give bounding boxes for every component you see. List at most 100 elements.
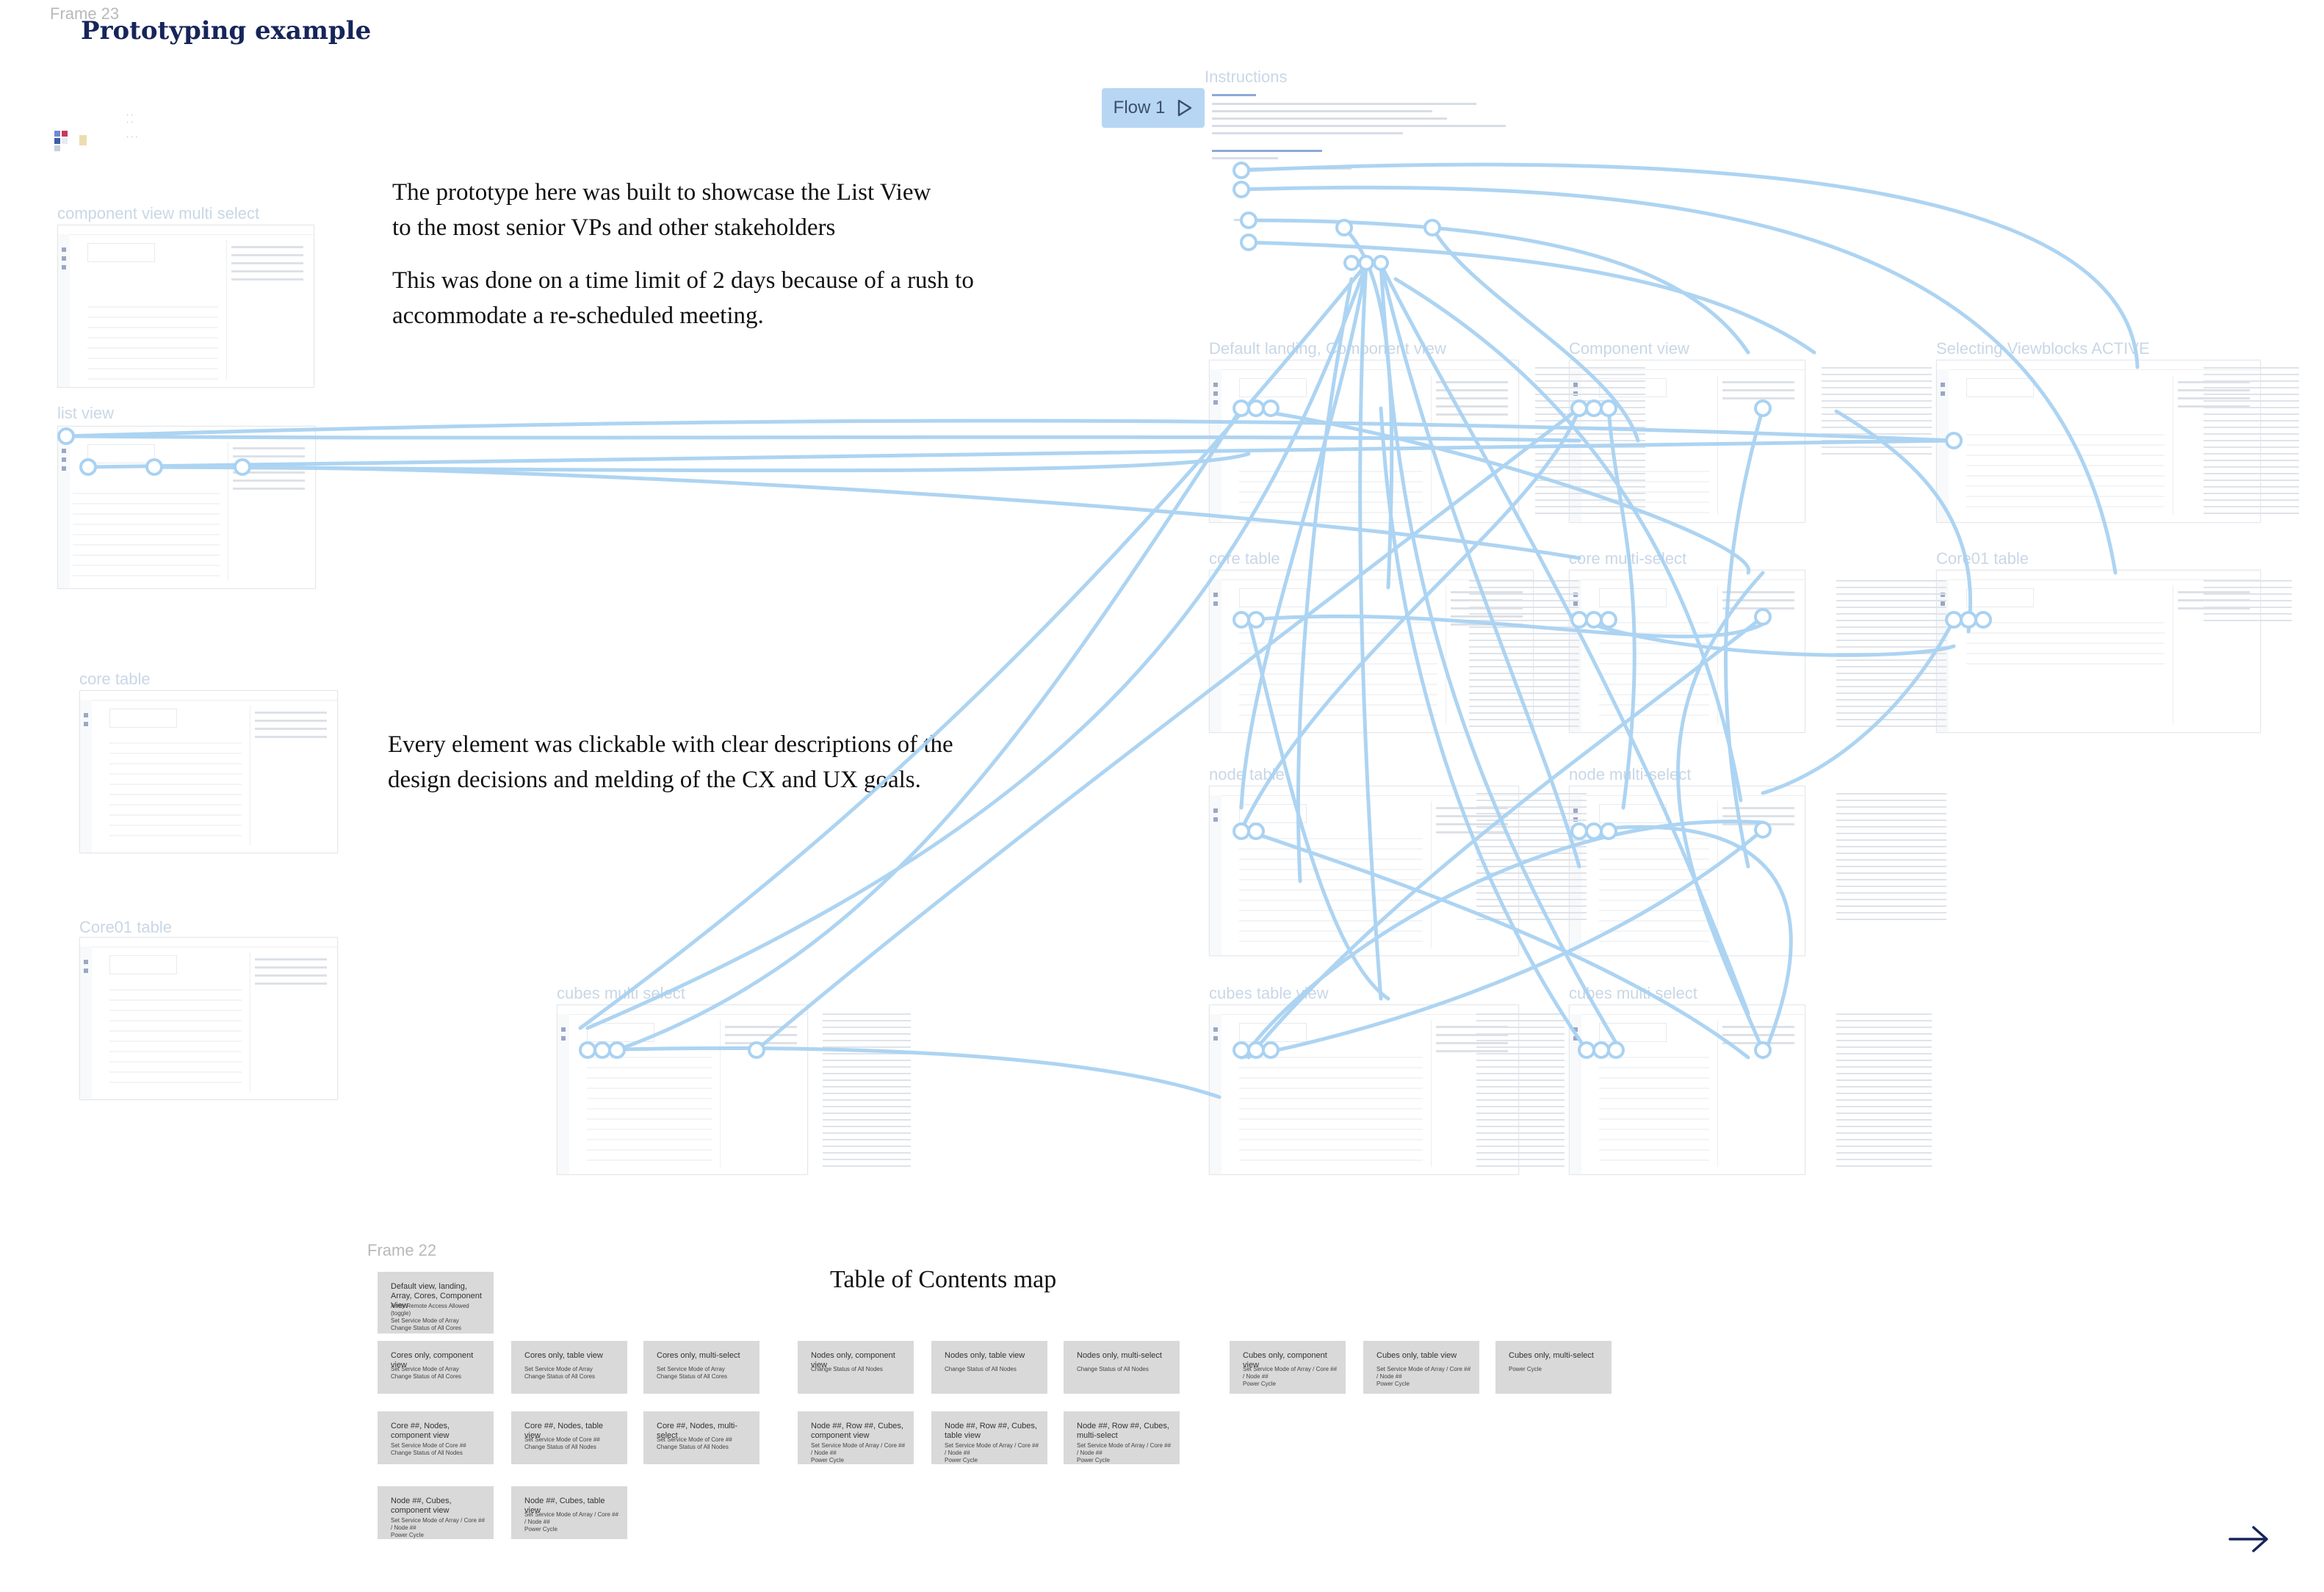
instructions-label: Instructions [1205, 68, 1288, 86]
connector [1379, 406, 1589, 1052]
toc-card-title: Nodes only, multi-select [1077, 1351, 1162, 1360]
toc-card-description: Set Service Mode of Array / Core ## / No… [524, 1511, 619, 1533]
connector [1246, 829, 1750, 1060]
label-default-landing: Default landing, Component view [1209, 339, 1446, 358]
toc-card-title: Cubes only, component view [1243, 1351, 1327, 1370]
annotation-text [1476, 1013, 1565, 1168]
toc-card-title: Node ##, Row ##, Cubes, multi-select [1077, 1422, 1169, 1440]
label-list-view: list view [57, 404, 115, 422]
flow-1-button[interactable]: Flow 1 [1102, 88, 1205, 128]
connector [1577, 618, 1956, 657]
toc-card-description: Set Service Mode of Core ## Change Statu… [657, 1436, 732, 1450]
mini-note-icon [79, 135, 87, 145]
screen-core01-table-grid[interactable] [1936, 570, 2261, 733]
screen-component-view-multi-select[interactable] [57, 225, 314, 388]
play-outline-icon [1178, 99, 1192, 117]
connector [86, 438, 1956, 469]
toc-card[interactable]: Default view, landing, Array, Cores, Com… [378, 1272, 494, 1334]
label-core-table: core table [79, 670, 151, 688]
connector [1239, 262, 1368, 810]
connector [1379, 262, 1618, 1045]
toc-card-title: Nodes only, component view [811, 1351, 895, 1370]
connector [1379, 262, 1750, 1016]
toc-card-description: Set Service Mode of Array Change Status … [524, 1366, 596, 1380]
annotation-text [2204, 367, 2299, 514]
toc-card-title: Node ##, Row ##, Cubes, component view [811, 1422, 903, 1440]
connector [1246, 618, 1390, 1001]
toc-title: Table of Contents map [830, 1266, 1057, 1293]
arrow-right-icon[interactable] [2229, 1524, 2270, 1554]
page-title: Prototyping example [81, 16, 372, 46]
connector [585, 1046, 1221, 1099]
toc-card-title: Node ##, Cubes, table view [524, 1497, 605, 1515]
connector [1239, 828, 1765, 1060]
connector [754, 406, 1581, 1052]
screen-core-table[interactable] [79, 690, 338, 853]
connector [615, 406, 1244, 1052]
annotation-text [2204, 580, 2292, 624]
note-line: The prototype here was built to showcase… [392, 179, 931, 206]
screen-cubes-multi-select-left[interactable] [557, 1005, 808, 1175]
label-node-multi-select: node multi-select [1569, 765, 1692, 784]
note-line: accommodate a re-scheduled meeting. [392, 303, 764, 329]
annotation-text [823, 1013, 911, 1168]
toc-card-description: Set Service Mode of Array Change Status … [391, 1366, 462, 1380]
mini-dots-icon: · ·· ·· · · [126, 111, 138, 141]
note-time-limit: This was done on a time limit of 2 days … [392, 263, 974, 333]
toc-card-description: Set Service Mode of Array / Core ## / No… [945, 1442, 1039, 1463]
label-component-view-multi-select: component view multi select [57, 204, 260, 222]
connector [1723, 406, 1765, 869]
note-list-view: The prototype here was built to showcase… [392, 175, 931, 245]
toc-card-description: Change Status of All Nodes [811, 1366, 883, 1372]
screen-core01-table[interactable] [79, 937, 338, 1100]
annotation-text [1836, 1013, 1932, 1168]
annotation-text [1836, 793, 1946, 925]
toc-card-description: Set Service Mode of Array Change Status … [657, 1366, 728, 1380]
flow-label: Flow 1 [1113, 98, 1166, 117]
toc-card-title: Node ##, Row ##, Cubes, table view [945, 1422, 1037, 1440]
toc-card-description: Set Service Mode of Array / Core ## / No… [1077, 1442, 1172, 1463]
label-core01-table-grid: Core01 table [1936, 549, 2029, 568]
connector [1246, 218, 1750, 355]
connector [1676, 571, 1765, 1052]
connector [240, 465, 1581, 560]
connector [1239, 162, 2140, 369]
toc-card-description: Set Service Mode of Core ## Change Statu… [391, 1442, 466, 1456]
label-selecting-viewblocks: Selecting Viewblocks ACTIVE [1936, 339, 2150, 358]
toc-card-title: Cores only, table view [524, 1351, 603, 1360]
toc-card-description: Set Service Mode of Array / Core ## / No… [1376, 1366, 1471, 1387]
toc-card-title: Cubes only, table view [1376, 1351, 1457, 1360]
connector [1606, 406, 1636, 810]
mini-screens-icon [54, 131, 69, 153]
note-line: Every element was clickable with clear d… [388, 731, 953, 758]
note-line: to the most senior VPs and other stakeho… [392, 214, 836, 241]
toc-card-description: Power Cycle [1509, 1366, 1542, 1372]
toc-card-description: Set Service Mode of Array / Core ## / No… [391, 1517, 486, 1538]
toc-card-description: Set Service Mode of Array / Core ## / No… [1243, 1366, 1338, 1387]
connector [1761, 618, 1956, 795]
note-line: design decisions and melding of the CX a… [388, 767, 921, 793]
screen-list-view[interactable] [57, 426, 316, 589]
toc-card-title: Cubes only, multi-select [1509, 1351, 1594, 1360]
note-line: This was done on a time limit of 2 days … [392, 267, 974, 294]
toc-card-title: Core ##, Nodes, multi-select [657, 1422, 738, 1440]
screen-cubes-table-view[interactable] [1209, 1005, 1519, 1175]
